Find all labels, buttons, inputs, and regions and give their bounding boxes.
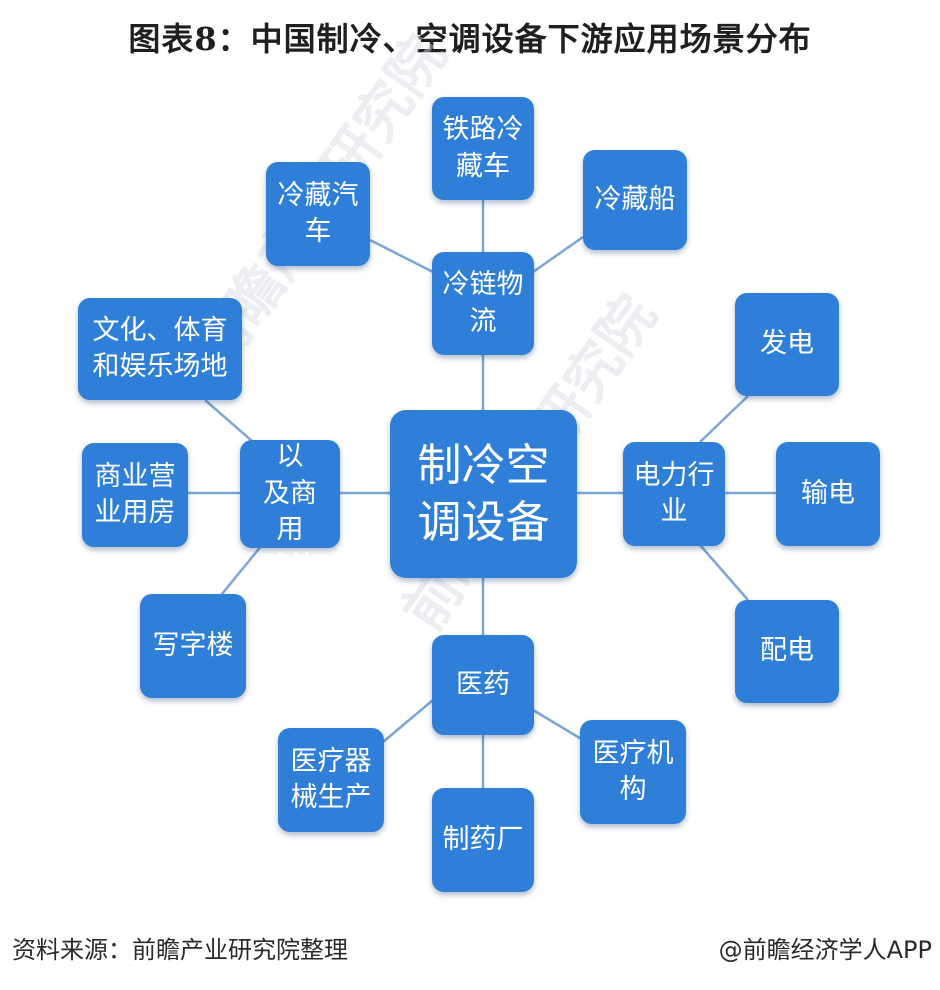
node-power-transmission: 输电: [776, 442, 880, 546]
link-coldchain-truck: [369, 238, 434, 274]
node-public-commercial-buildings: 公共以 及商用 建筑: [240, 405, 340, 582]
node-power-generation: 发电: [735, 293, 839, 396]
credit-note: @前瞻经济学人APP: [718, 936, 932, 964]
node-refrigerated-ship: 冷藏船: [583, 150, 687, 250]
link-medicine-hospital: [532, 708, 584, 742]
source-note: 资料来源：前瞻产业研究院整理: [12, 936, 348, 964]
node-pharmaceutical-factory: 制药厂: [432, 788, 534, 892]
node-cold-chain-logistics: 冷链物 流: [432, 252, 534, 355]
link-power-generation: [699, 395, 749, 443]
link-public-office: [221, 544, 263, 595]
node-power-industry: 电力行 业: [623, 442, 725, 546]
node-refrigerated-rail-car: 铁路冷 藏车: [432, 97, 534, 200]
link-medicine-device: [382, 699, 434, 743]
chart-title: 图表8：中国制冷、空调设备下游应用场景分布: [128, 20, 812, 58]
node-medical-device-production: 医疗器 械生产: [278, 728, 384, 832]
node-commercial-buildings: 商业营 业用房: [82, 443, 188, 547]
node-office-building: 写字楼: [140, 594, 246, 698]
node-refrigerated-truck: 冷藏汽 车: [266, 162, 370, 266]
node-refrigeration-ac-equipment: 制冷空 调设备: [390, 410, 577, 578]
node-power-distribution: 配电: [735, 600, 839, 703]
node-medicine: 医药: [432, 635, 534, 735]
link-coldchain-ship: [532, 235, 584, 274]
node-culture-sports-venues: 文化、体育 和娱乐场地: [78, 298, 242, 400]
node-medical-institution: 医疗机 构: [580, 720, 686, 824]
link-power-distribution: [699, 544, 749, 601]
